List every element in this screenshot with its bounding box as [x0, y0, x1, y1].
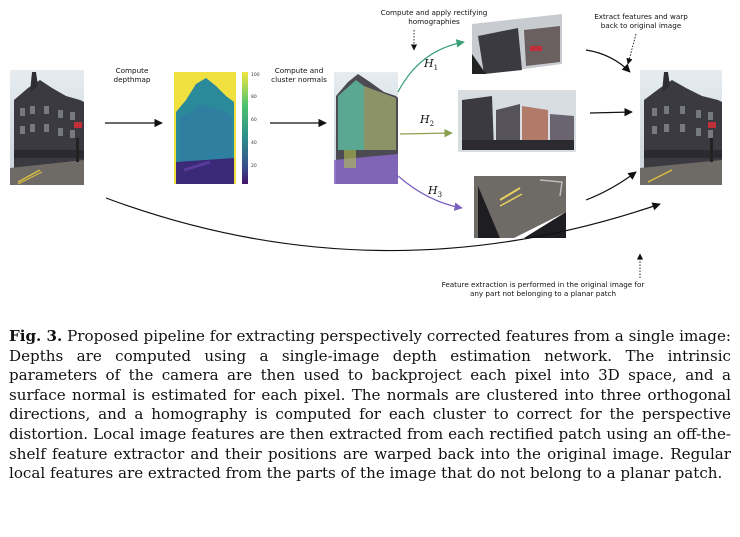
arrow-h1-to-output	[585, 49, 631, 73]
arrow-h2	[399, 128, 453, 138]
dotted-pointer-extract	[626, 33, 637, 65]
colorbar-tick: 60	[251, 117, 257, 123]
homography-label-h3: H3	[428, 184, 443, 199]
rectified-patch-h3	[474, 176, 566, 238]
colorbar-tick: 100	[251, 72, 260, 78]
depth-colorbar	[242, 72, 248, 184]
arrow-h2-to-output	[589, 107, 633, 117]
output-image	[640, 70, 722, 185]
arrow-h3	[397, 175, 463, 211]
label-compute-depthmap: Compute depthmap	[113, 66, 151, 84]
label-extract-warp: Extract features and warp back to origin…	[594, 12, 688, 30]
rectified-patch-h2	[458, 90, 576, 152]
colorbar-tick: 80	[251, 94, 257, 100]
caption-figure-label: Fig. 3.	[9, 327, 63, 345]
homography-label-h1: H1	[424, 57, 439, 72]
figure-caption: Fig. 3. Proposed pipeline for extracting…	[9, 327, 731, 484]
arrow-h1	[397, 39, 465, 93]
colorbar-tick: 20	[251, 163, 257, 169]
normals-cluster-image	[334, 72, 398, 184]
depth-map-image: 100 80 60 40 20	[174, 72, 260, 184]
homography-label-h2: H2	[420, 113, 435, 128]
caption-text: Proposed pipeline for extracting perspec…	[9, 327, 731, 483]
arrow-bypass-to-output	[105, 197, 661, 252]
rectified-patch-h1	[472, 14, 562, 74]
pipeline-diagram: 100 80 60 40 20	[10, 14, 722, 278]
original-image	[10, 70, 84, 185]
label-feature-extraction-original: Feature extraction is performed in the o…	[441, 280, 645, 298]
arrow-h3-to-output	[585, 171, 637, 201]
label-compute-homographies: Compute and apply rectifying homographie…	[380, 8, 488, 26]
pipeline-figure: 100 80 60 40 20	[10, 8, 722, 298]
colorbar-tick: 40	[251, 140, 257, 146]
label-compute-cluster-normals: Compute and cluster normals	[271, 66, 327, 84]
